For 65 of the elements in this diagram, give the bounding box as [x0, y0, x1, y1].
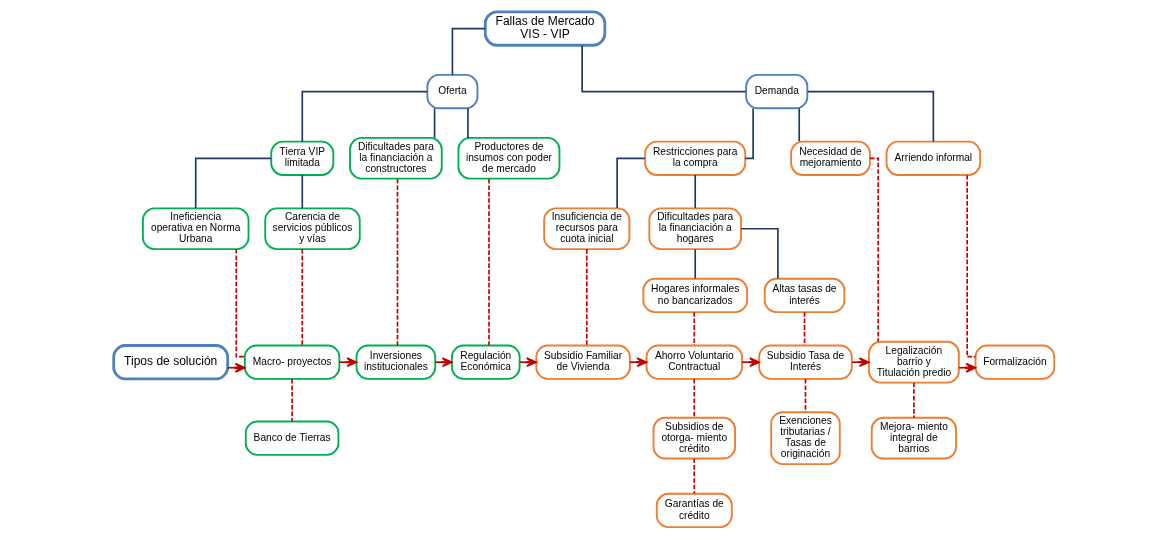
connector	[797, 107, 800, 143]
connector	[451, 27, 486, 76]
node-box: Hogares informales no bancarizados	[641, 277, 748, 314]
connector	[300, 174, 303, 209]
arrow	[518, 357, 537, 368]
node-box: Inversiones institucionales	[355, 344, 436, 380]
node-box: Mejora- miento integral de barrios	[870, 416, 957, 460]
connector	[615, 157, 646, 209]
node-box: Demanda	[744, 73, 808, 110]
node-box: Necesidad de mejoramiento	[789, 140, 871, 176]
node-box: Oferta	[425, 73, 478, 110]
node-box: Macro- proyectos	[243, 344, 340, 380]
node-box: Garantías de crédito	[655, 492, 733, 529]
node-box: Subsidio Tasa de Interés	[757, 344, 853, 380]
connector	[300, 90, 428, 143]
connector	[234, 248, 246, 358]
node-box: Ineficiencia operativa en Norma Urbana	[141, 207, 249, 251]
connector	[693, 174, 696, 209]
node-box: Legalización barrio y Titulación predio	[867, 340, 960, 384]
arrow	[628, 357, 647, 368]
node-box: Subsidios de otorga- miento crédito	[652, 416, 736, 460]
node-box: Subsidio Familiar de Vivienda	[534, 344, 631, 380]
connector	[692, 311, 695, 346]
connector	[194, 157, 272, 209]
node-box: Carencia de servicios públicos y vías	[263, 207, 361, 251]
connector	[290, 378, 293, 423]
connector	[868, 157, 879, 343]
arrow	[850, 357, 870, 368]
connector	[804, 378, 806, 413]
connector	[487, 178, 490, 347]
node-box: Insuficiencia de recursos para cuota inicial	[542, 207, 630, 251]
arrow	[740, 357, 760, 368]
node-box: Dificultades para la financiación a hogares	[647, 207, 742, 251]
node-box: Exenciones tributarias / Tasas de originación	[769, 411, 841, 466]
node-box: Arriendo informal	[885, 140, 981, 176]
connector	[739, 227, 779, 280]
node-box: Altas tasas de interés	[763, 277, 845, 314]
arrow	[433, 357, 453, 368]
connector	[692, 457, 695, 495]
connector	[692, 378, 695, 419]
node-box: Tierra VIP limitada	[269, 140, 334, 176]
node-box: Ahorro Voluntario Contractual	[645, 344, 743, 380]
node-box: Banco de Tierras	[244, 420, 339, 456]
connector	[806, 90, 934, 143]
connector	[912, 382, 915, 419]
node-box: Restricciones para la compra	[643, 140, 746, 176]
connector	[803, 311, 805, 346]
connector	[300, 248, 303, 347]
connector	[965, 174, 976, 358]
node-box: Fallas de Mercado VIS - VIP	[483, 10, 606, 47]
connector	[585, 248, 588, 347]
connector	[466, 107, 469, 139]
arrow	[338, 357, 357, 368]
node-box: Productores de insumos con poder de mercado	[457, 137, 560, 180]
node-box: Dificultades para la financiación a constructores	[348, 137, 443, 180]
connector	[580, 44, 747, 93]
connector	[693, 248, 696, 280]
connector	[743, 107, 754, 160]
arrow	[957, 362, 976, 373]
connector	[396, 178, 398, 347]
node-box: Tipos de solución	[111, 344, 229, 381]
arrow	[226, 362, 246, 373]
connector	[433, 107, 435, 139]
node-box: Regulación Económica	[450, 344, 521, 380]
node-box: Formalización	[974, 344, 1055, 380]
